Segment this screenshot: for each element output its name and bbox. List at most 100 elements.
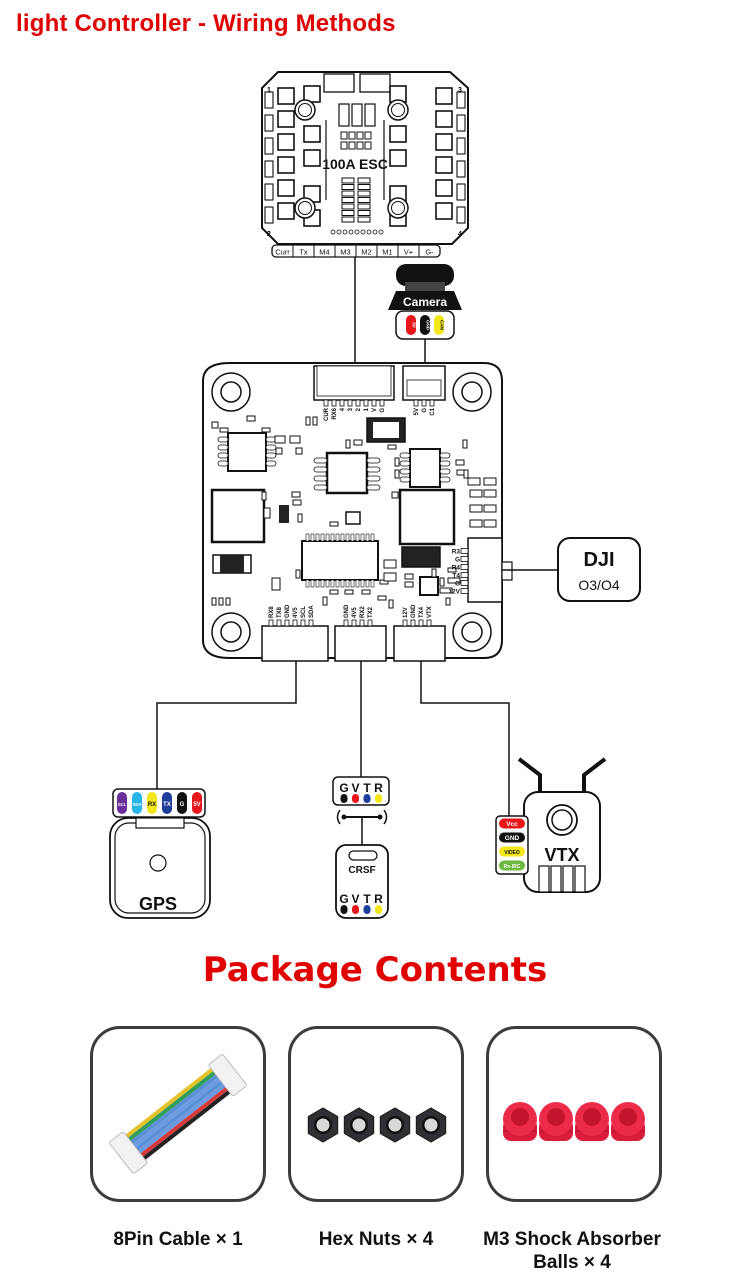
ic-leg bbox=[313, 466, 328, 473]
esc-side-pad bbox=[264, 91, 274, 109]
package-item-label-line2: Balls × 4 bbox=[533, 1252, 611, 1273]
esc-pad-label: M3 bbox=[340, 248, 350, 257]
connector-pin-label: VTX bbox=[427, 606, 433, 618]
ic-leg bbox=[310, 533, 315, 542]
camera-label: Camera bbox=[403, 295, 447, 309]
ic-leg bbox=[315, 533, 320, 542]
receiver-pin bbox=[340, 794, 348, 803]
vtx-fin bbox=[562, 865, 574, 893]
esc-corner-number: 4 bbox=[458, 231, 462, 238]
gps-pin-label: SDA bbox=[133, 802, 142, 807]
connector-pin-label: 12V bbox=[448, 589, 460, 596]
esc-side-pad bbox=[456, 137, 466, 155]
esc-cap bbox=[357, 177, 371, 184]
connector-pin bbox=[268, 619, 274, 627]
gps-pin bbox=[162, 792, 172, 814]
connector-pin-label: GND bbox=[285, 604, 291, 618]
vtx-wire bbox=[420, 661, 510, 818]
receiver-pin-letter: R bbox=[374, 781, 383, 795]
ic-leg bbox=[399, 460, 411, 467]
connector-pin bbox=[292, 619, 298, 627]
smd-component bbox=[469, 489, 483, 498]
gps-pin-label: G bbox=[180, 802, 185, 808]
dji-o3-o4-box: DJI O3/O4 bbox=[557, 537, 641, 602]
smd-component bbox=[211, 597, 217, 606]
esc-cap bbox=[340, 141, 348, 150]
esc-side-pad bbox=[264, 137, 274, 155]
connector-pin bbox=[379, 399, 385, 407]
vtx-fin bbox=[538, 865, 550, 893]
smd-component bbox=[297, 513, 303, 523]
ic-leg bbox=[265, 444, 277, 451]
smd-component bbox=[275, 447, 283, 455]
shock-ball-hole bbox=[511, 1108, 529, 1126]
ic-leg bbox=[340, 533, 345, 542]
smd-component bbox=[483, 519, 497, 528]
ic-leg bbox=[345, 579, 350, 588]
esc-test-pad bbox=[354, 229, 360, 235]
esc-label: 100A ESC bbox=[322, 156, 388, 172]
smd-component bbox=[394, 469, 400, 479]
connector-pin bbox=[367, 619, 373, 627]
ic-leg bbox=[325, 533, 330, 542]
connector-pin-label: G bbox=[422, 408, 428, 413]
ic-leg bbox=[365, 533, 370, 542]
gps-pin-label: 5V bbox=[193, 802, 200, 808]
esc-cap bbox=[341, 216, 355, 223]
gps-wire bbox=[156, 661, 297, 790]
esc-cap bbox=[341, 210, 355, 216]
connector-pin bbox=[363, 399, 369, 407]
hex-nut-hole-light bbox=[352, 1118, 366, 1132]
connector-pin-label: C1 bbox=[430, 407, 436, 415]
smd-component bbox=[312, 416, 318, 426]
smd-component bbox=[344, 589, 354, 595]
esc-mosfet bbox=[435, 87, 453, 105]
esc-test-pad bbox=[330, 229, 336, 235]
dji-title: DJI bbox=[583, 549, 614, 571]
connector-pin bbox=[426, 619, 432, 627]
esc-mosfet bbox=[277, 133, 295, 151]
esc-cap bbox=[341, 177, 355, 184]
smd-component bbox=[431, 568, 437, 578]
esc-mosfets bbox=[277, 85, 453, 227]
smd-component bbox=[361, 589, 371, 595]
connector-pin bbox=[276, 619, 282, 627]
package-item-label: 8Pin Cable × 1 bbox=[113, 1229, 243, 1250]
ic-leg bbox=[330, 579, 335, 588]
ic-leg bbox=[330, 533, 335, 542]
receiver-pin-letter: G bbox=[339, 892, 348, 906]
connector-pin bbox=[308, 619, 314, 627]
smd-component bbox=[263, 507, 271, 519]
vtx-pin bbox=[499, 832, 525, 843]
ic-leg bbox=[439, 460, 451, 467]
ic-leg bbox=[366, 475, 381, 482]
esc-pad-label: M1 bbox=[382, 248, 392, 257]
esc-corner-number: 1 bbox=[267, 87, 271, 94]
connector-pin bbox=[413, 399, 419, 407]
esc-side-pads bbox=[264, 91, 466, 224]
esc-test-pad bbox=[348, 229, 354, 235]
esc-pad-label: G- bbox=[425, 248, 434, 257]
smd-component bbox=[329, 589, 339, 595]
package-item-label-line1: M3 Shock Absorber bbox=[483, 1229, 661, 1250]
smd-component bbox=[447, 567, 457, 573]
ic-leg bbox=[399, 452, 411, 459]
receiver-pin-letter: V bbox=[351, 892, 359, 906]
esc-test-pad bbox=[366, 229, 372, 235]
connector-pin bbox=[429, 399, 435, 407]
camera-pin bbox=[434, 315, 444, 335]
smd-component bbox=[295, 569, 301, 579]
esc-cap bbox=[364, 141, 372, 150]
ic-leg bbox=[313, 475, 328, 482]
esc-side-pad bbox=[456, 160, 466, 178]
connector-pin-label: TX8 bbox=[277, 606, 283, 618]
ic-leg bbox=[217, 444, 229, 451]
mount-hole-inner bbox=[461, 621, 483, 643]
esc-mosfet bbox=[277, 110, 295, 128]
esc-cap bbox=[357, 197, 371, 203]
ic-leg bbox=[340, 579, 345, 588]
esc-test-pad bbox=[342, 229, 348, 235]
gps-pin bbox=[132, 792, 142, 814]
connector-pin-label: TX4 bbox=[419, 606, 425, 618]
